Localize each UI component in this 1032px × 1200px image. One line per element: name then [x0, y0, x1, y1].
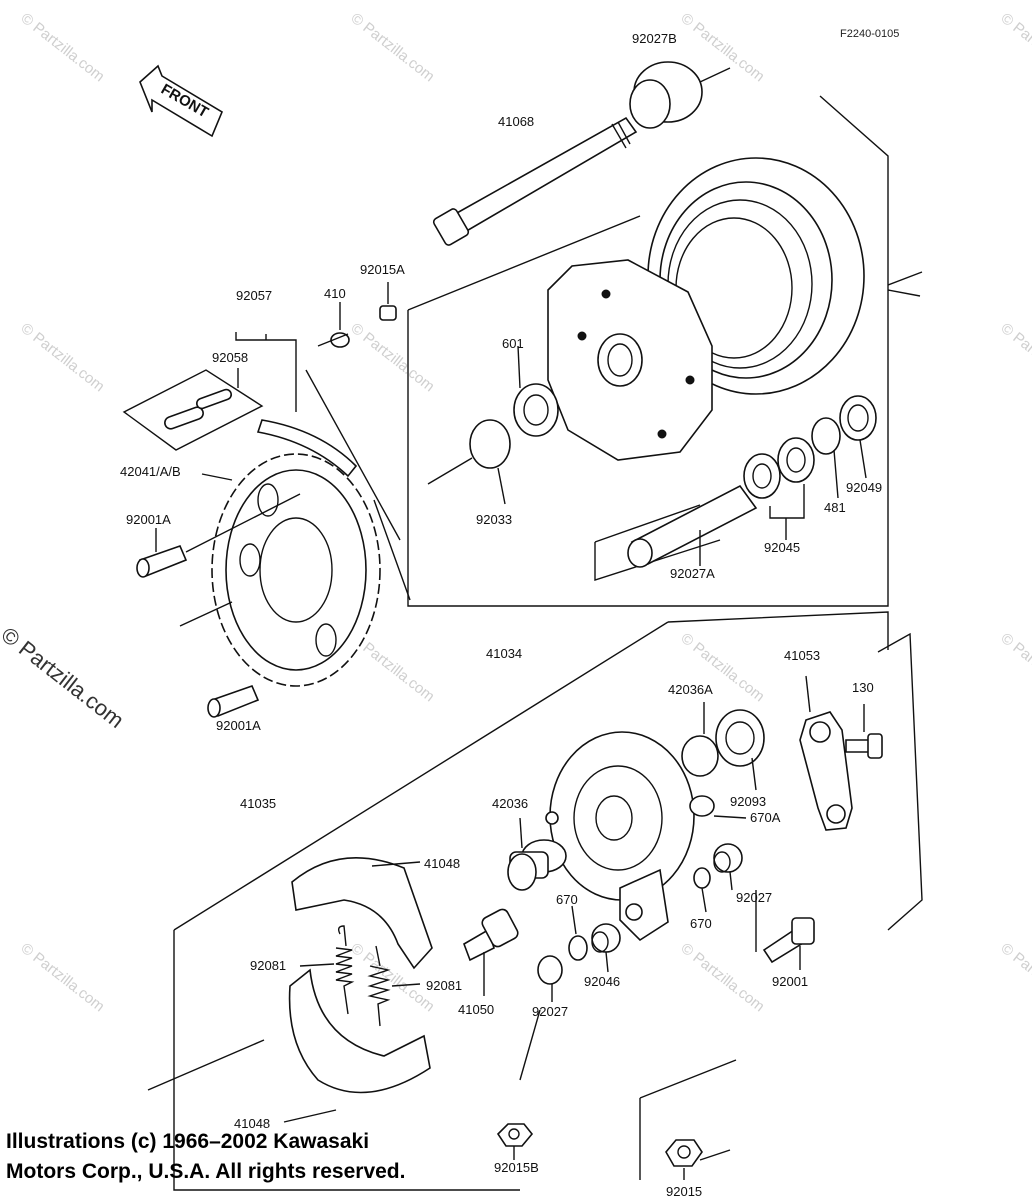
axle-41068 — [432, 116, 638, 246]
collar-92027B — [629, 61, 731, 129]
part-label-92015: 92015 — [666, 1184, 702, 1199]
seal-92049 — [839, 395, 877, 479]
part-label-92081-left: 92081 — [250, 958, 286, 973]
collar-42036A — [681, 702, 719, 777]
part-label-92015A: 92015A — [360, 262, 405, 277]
sprocket-42041 — [179, 453, 381, 687]
watermark: © Partzilla.com — [998, 320, 1032, 396]
nut-92015B — [496, 1009, 541, 1160]
oring-670-left — [568, 905, 588, 961]
collar-92027A — [627, 484, 758, 568]
oring-670A — [689, 795, 747, 819]
cam-41050 — [463, 908, 519, 996]
brake-shoe-top — [291, 856, 433, 970]
brake-panel — [545, 731, 695, 942]
part-label-92058: 92058 — [212, 350, 248, 365]
watermark: © Partzilla.com — [998, 10, 1032, 86]
watermark: © Partzilla.com — [348, 10, 438, 86]
watermark: © Partzilla.com — [18, 940, 108, 1016]
nut-92015A — [379, 282, 397, 321]
washer-410 — [330, 302, 350, 348]
part-label-41048-top: 41048 — [424, 856, 460, 871]
part-labels: 92027B 41068 92015A 410 92057 92058 601 … — [120, 31, 882, 1199]
bolt-92001 — [755, 890, 815, 970]
part-label-92027A: 92027A — [670, 566, 715, 581]
collar-92027-bottom — [537, 955, 563, 1002]
bearing-601 — [513, 345, 559, 437]
part-label-92033: 92033 — [476, 512, 512, 527]
bearings-92045 — [743, 437, 815, 540]
circlip-481 — [811, 417, 841, 499]
chain-92057 — [235, 332, 411, 601]
watermark: © Partzilla.com — [998, 630, 1032, 706]
brake-assembly-outline — [147, 611, 923, 1191]
part-label-41050: 41050 — [458, 1002, 494, 1017]
part-label-92027B: 92027B — [632, 31, 677, 46]
seal-92093 — [715, 709, 765, 791]
part-label-92027-right: 92027 — [736, 890, 772, 905]
part-label-92001A-bottom: 92001A — [216, 718, 261, 733]
chain-joint-92058 — [122, 368, 264, 451]
part-label-92049: 92049 — [846, 480, 882, 495]
part-label-41053: 41053 — [784, 648, 820, 663]
part-label-601: 601 — [502, 336, 524, 351]
part-label-410: 410 — [324, 286, 346, 301]
copyright-line-2: Motors Corp., U.S.A. All rights reserved… — [6, 1160, 406, 1183]
part-label-41068: 41068 — [498, 114, 534, 129]
spring-92081-left — [299, 925, 355, 1015]
oring-670-right — [693, 867, 711, 913]
front-arrow-icon: FRONT — [139, 64, 224, 138]
part-label-42036A: 42036A — [668, 682, 713, 697]
part-label-92093: 92093 — [730, 794, 766, 809]
collar-92046 — [591, 923, 621, 973]
watermark: © Partzilla.com — [348, 320, 438, 396]
watermark: © Partzilla.com — [998, 940, 1032, 1016]
watermark: © Partzilla.com — [18, 320, 108, 396]
spring-92081-right — [367, 945, 421, 1027]
watermark: © Partzilla.com — [18, 10, 108, 86]
part-label-670-right: 670 — [690, 916, 712, 931]
nut-92015 — [639, 1059, 737, 1180]
diagram-ref-code: F2240-0105 — [840, 28, 899, 40]
part-label-42041AB: 42041/A/B — [120, 464, 181, 479]
collar-42036 — [507, 817, 567, 891]
collar-92027-right — [713, 843, 743, 891]
part-label-41034: 41034 — [486, 646, 522, 661]
part-label-92001A-top: 92001A — [126, 512, 171, 527]
part-label-41048-bottom: 41048 — [234, 1116, 270, 1131]
part-label-670A: 670A — [750, 810, 781, 825]
part-label-670-left: 670 — [556, 892, 578, 907]
part-label-130: 130 — [852, 680, 874, 695]
part-label-92001: 92001 — [772, 974, 808, 989]
part-label-92046: 92046 — [584, 974, 620, 989]
part-label-481: 481 — [824, 500, 846, 515]
watermark: © Partzilla.com — [678, 940, 768, 1016]
part-label-92015B: 92015B — [494, 1160, 539, 1175]
bolt-130 — [845, 704, 883, 759]
part-label-92081-right: 92081 — [426, 978, 462, 993]
part-label-92045: 92045 — [764, 540, 800, 555]
brake-arm-41053 — [799, 675, 853, 831]
hub-assembly-outline — [407, 95, 923, 607]
wheel-hub — [547, 157, 865, 461]
brake-shoe-bottom — [283, 968, 431, 1123]
bolt-92001A-top — [136, 493, 301, 578]
copyright-line-1: Illustrations (c) 1966–2002 Kawasaki — [6, 1130, 370, 1153]
circlip-92033 — [427, 419, 511, 505]
part-label-41035: 41035 — [240, 796, 276, 811]
bolt-92001A-bottom — [207, 684, 260, 718]
part-label-92027-bottom: 92027 — [532, 1004, 568, 1019]
part-label-42036: 42036 — [492, 796, 528, 811]
part-label-92057: 92057 — [236, 288, 272, 303]
